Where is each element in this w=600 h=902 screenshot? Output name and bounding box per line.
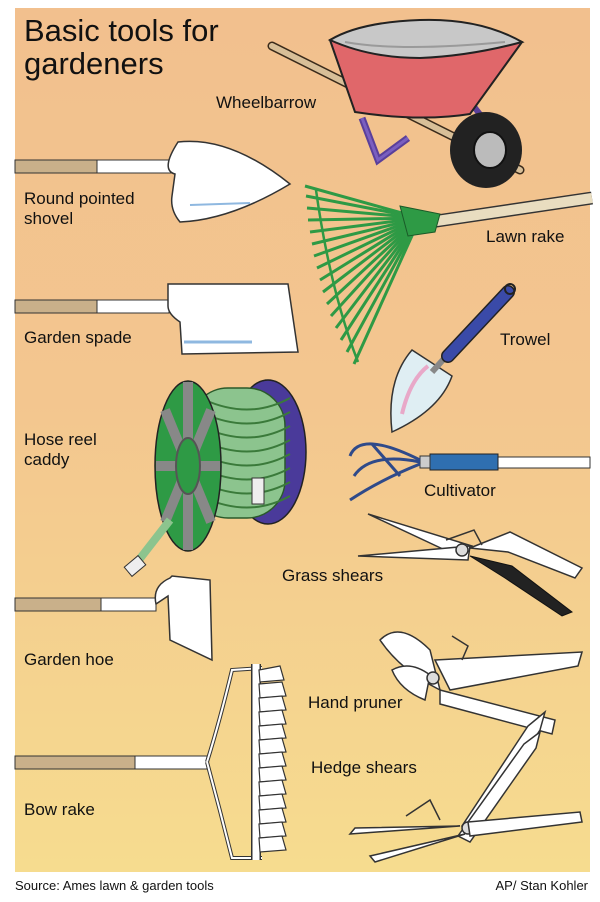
garden-spade-drawing [14,283,299,355]
lawn-rake-drawing [304,184,593,365]
lawn-rake-label: Lawn rake [486,227,565,246]
shovel-drawing [14,140,292,223]
garden-spade-label: Garden spade [24,328,132,347]
cultivator-drawing [348,442,591,502]
hand-pruner-drawing [379,631,584,735]
wheelbarrow-label: Wheelbarrow [216,93,317,112]
hose-reel-label: Hose reel caddy [24,430,97,469]
source-note: Source: Ames lawn & garden tools [15,878,214,893]
trowel-label: Trowel [500,330,551,349]
grass-shears-drawing [357,513,584,617]
garden-hoe-label: Garden hoe [24,650,114,669]
credit-note: AP/ Stan Kohler [495,878,589,893]
hedge-shears-label: Hedge shears [311,758,417,777]
wheelbarrow-drawing [267,18,525,188]
page-title: Basic tools for gardeners [24,13,219,81]
shovel-label: Round pointed shovel [24,189,135,228]
bow-rake-drawing [14,664,287,860]
garden-hoe-drawing [14,575,213,662]
trowel-drawing [390,283,516,434]
grass-shears-label: Grass shears [282,566,384,585]
hose-reel-drawing [123,379,307,578]
cultivator-label: Cultivator [424,481,496,500]
hand-pruner-label: Hand pruner [308,693,403,712]
bow-rake-label: Bow rake [24,800,95,819]
hedge-shears-drawing [348,709,583,863]
